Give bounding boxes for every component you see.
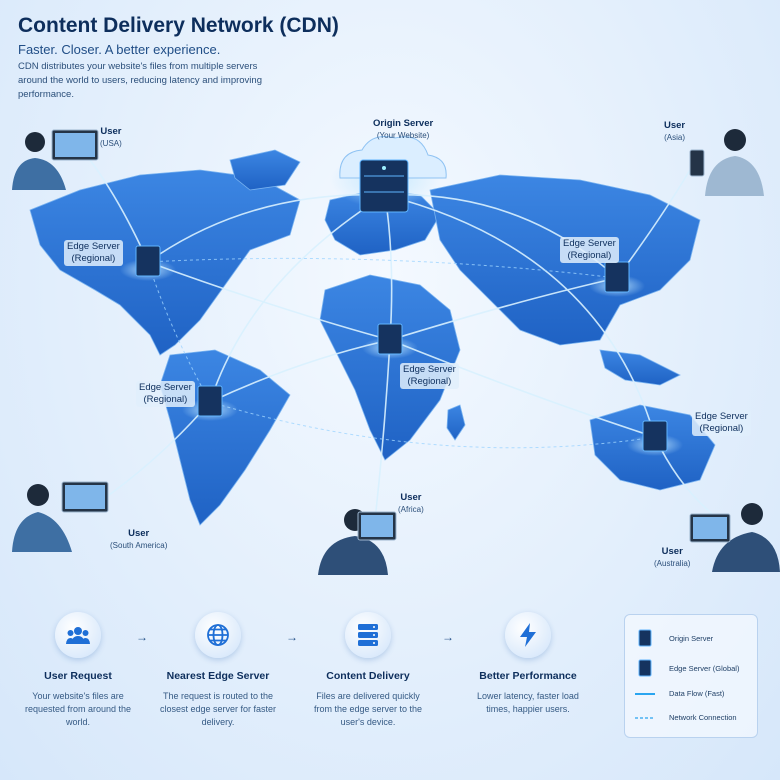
origin-subtitle: (Your Website) — [376, 131, 430, 140]
person-head — [741, 503, 763, 525]
edge-server-asia — [589, 261, 645, 297]
step-desc: The request is routed to the closest edg… — [159, 691, 277, 727]
southeast-asia-shape — [599, 349, 681, 386]
madagascar-shape — [446, 404, 466, 441]
step-title: User Request — [44, 670, 112, 682]
user-usa — [12, 129, 99, 190]
edge-label-au: Edge Server(Regional) — [692, 410, 751, 436]
person-body — [12, 512, 72, 552]
user-label-africa: User(Africa) — [398, 492, 424, 514]
legend: Origin Server Edge Server (Global) Data … — [624, 614, 758, 738]
step-title: Content Delivery — [326, 670, 410, 682]
person-body — [318, 536, 388, 575]
server-icon — [642, 420, 668, 452]
edge-server-sa — [182, 385, 238, 421]
person-head — [724, 129, 746, 151]
person-body — [12, 158, 66, 190]
step-desc: Lower latency, faster load times, happie… — [477, 691, 579, 714]
steps-row: User Request Your website's files are re… — [0, 600, 600, 750]
page-description: CDN distributes your website's files fro… — [18, 61, 262, 100]
greenland-shape — [229, 149, 301, 191]
user-label-south-america: User(South America) — [110, 528, 168, 550]
arrow-right-icon: → — [286, 630, 298, 644]
flow-africa-to-au — [389, 339, 656, 438]
edge-server-au — [627, 420, 683, 456]
server-stack-icon — [345, 612, 391, 658]
arrow-right-icon: → — [442, 630, 454, 644]
user-label-usa: User(USA) — [100, 126, 122, 148]
flow-africa-to-user-africa — [374, 339, 391, 521]
origin-server — [330, 136, 447, 213]
user-asia — [689, 129, 764, 196]
origin-title: Origin Server — [373, 118, 434, 129]
step-title: Better Performance — [479, 670, 577, 682]
flow-origin-to-au — [384, 194, 656, 438]
arrow-right-icon: → — [136, 630, 148, 644]
user-label-australia: User(Australia) — [654, 546, 691, 568]
users-icon — [55, 612, 101, 658]
step-title: Nearest Edge Server — [166, 670, 270, 682]
flow-origin-to-sa — [209, 194, 386, 403]
page-title: Content Delivery Network (CDN) — [18, 14, 339, 37]
person-body — [705, 156, 764, 196]
step-content-delivery: Content Delivery Files are delivered qui… — [298, 600, 438, 729]
edge-server-na — [120, 245, 176, 281]
step-desc: Files are delivered quickly from the edg… — [313, 691, 423, 727]
step-nearest-edge: Nearest Edge Server The request is route… — [148, 600, 288, 729]
person-head — [27, 484, 49, 506]
legend-item-data-flow: Data Flow (Fast) — [635, 689, 725, 698]
server-icon — [197, 385, 223, 417]
origin-server-icon — [359, 159, 409, 213]
page-subtitle: Faster. Closer. A better experience. — [18, 42, 221, 57]
network-connection-lines — [147, 257, 656, 449]
edge-label-asia: Edge Server(Regional) — [560, 237, 619, 263]
step-desc: Your website's files are requested from … — [24, 691, 132, 727]
origin-label: Origin Server (Your Website) — [373, 118, 433, 142]
edge-label-na: Edge Server(Regional) — [64, 240, 123, 266]
server-icon — [377, 323, 403, 355]
user-south-america — [12, 481, 109, 552]
user-label-asia: User(Asia) — [664, 120, 686, 142]
user-africa — [318, 509, 397, 575]
edge-label-africa: Edge Server(Regional) — [400, 363, 459, 389]
legend-item-origin: Origin Server — [635, 629, 713, 647]
person-head — [25, 132, 45, 152]
edge-server-africa — [362, 323, 418, 359]
flow-na-to-africa — [147, 261, 391, 341]
step-user-request: User Request Your website's files are re… — [8, 600, 148, 729]
globe-icon — [195, 612, 241, 658]
legend-item-network: Network Connection — [635, 713, 737, 722]
server-icon — [604, 261, 630, 293]
user-australia — [689, 503, 780, 572]
edge-label-sa: Edge Server(Regional) — [136, 381, 195, 407]
server-icon — [135, 245, 161, 277]
phone-icon — [689, 149, 705, 177]
africa-shape — [319, 274, 461, 461]
step-better-performance: Better Performance Lower latency, faster… — [458, 600, 598, 716]
legend-item-edge: Edge Server (Global) — [635, 659, 739, 677]
lightning-icon — [505, 612, 551, 658]
